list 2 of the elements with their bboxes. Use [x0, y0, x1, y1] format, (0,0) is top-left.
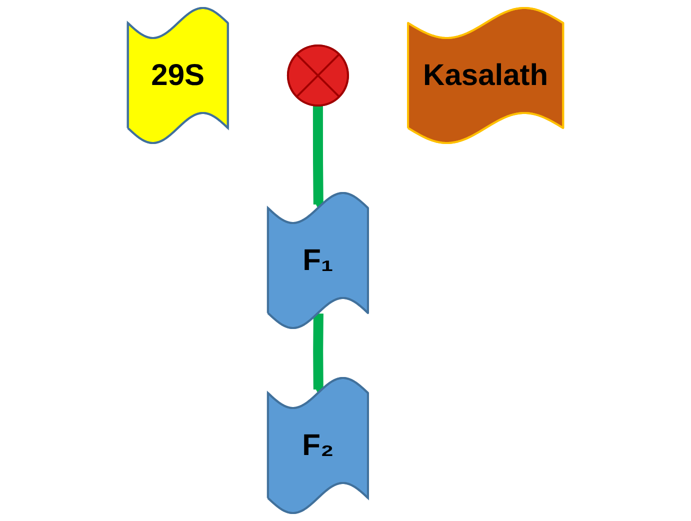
arrow: [312, 106, 324, 209]
arrow: [313, 313, 324, 394]
